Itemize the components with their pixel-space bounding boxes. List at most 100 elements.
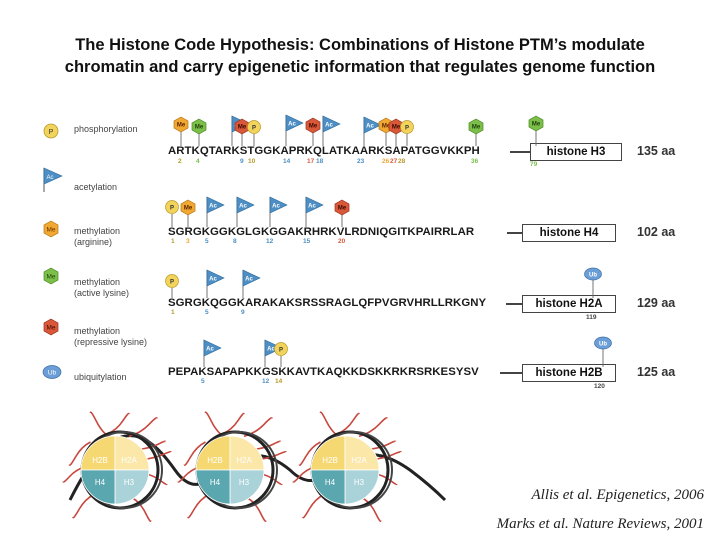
histone-tail bbox=[107, 412, 130, 435]
legend-methylation-arginine: Me methylation (arginine) bbox=[42, 220, 202, 254]
svg-text:Me: Me bbox=[238, 125, 247, 131]
histone-box-h4: histone H4 bbox=[522, 224, 616, 242]
svg-text:Ac: Ac bbox=[267, 347, 275, 353]
histone-box-h3: histone H3 bbox=[530, 143, 622, 161]
pos-label: 12 bbox=[266, 238, 274, 245]
ubiquitin-oval-icon: Ub bbox=[42, 365, 62, 379]
methyl-hexagon-red-icon: Me bbox=[43, 318, 59, 336]
svg-text:Ub: Ub bbox=[599, 342, 607, 348]
length-h3: 135 aa bbox=[637, 144, 676, 158]
svg-text:Me: Me bbox=[195, 125, 204, 131]
svg-text:Me: Me bbox=[532, 122, 541, 128]
sequence-h2b: PEPAKSAPAPKKGSKKAVTKAQKKDSKKRKRSRKESYSV bbox=[168, 366, 479, 378]
quadrant-h2b bbox=[310, 435, 346, 471]
legend-acetylation: Ac acetylation bbox=[42, 166, 202, 200]
h2b-marker-2: P bbox=[274, 342, 288, 367]
svg-text:Ac: Ac bbox=[366, 124, 374, 130]
h2a-marker-3: Ub bbox=[584, 267, 602, 298]
svg-text:Ac: Ac bbox=[209, 204, 217, 210]
h3-marker-6: Me bbox=[305, 117, 321, 146]
pos-label: 5 bbox=[205, 238, 209, 245]
svg-text:Me: Me bbox=[177, 123, 186, 129]
h4-marker-6: Me bbox=[334, 199, 350, 227]
sequence-h2a: SGRGKQGGKARAKAKSRSSRAGLQFPVGRVHRLLRKGNY bbox=[168, 297, 487, 309]
label-h2a: H2A bbox=[236, 456, 252, 465]
label-h3: H3 bbox=[124, 478, 135, 487]
pos-label: 5 bbox=[201, 378, 205, 385]
quadrant-h3 bbox=[114, 469, 150, 505]
legend-symbol: Ac bbox=[46, 175, 53, 181]
pos-label: 14 bbox=[275, 378, 283, 385]
sequence-h3: ARTKQTARKSTGGKAPRKQLATKAARKSAPATGGVKKPH bbox=[168, 145, 480, 157]
h3-marker-13: Me bbox=[528, 115, 544, 146]
length-h2a: 129 aa bbox=[637, 296, 676, 310]
pos-label: 3 bbox=[186, 238, 190, 245]
legend-symbol: P bbox=[49, 129, 54, 136]
methyl-hexagon-orange-icon: Me bbox=[43, 220, 59, 238]
svg-text:Ac: Ac bbox=[209, 277, 217, 283]
pos-label: 119 bbox=[586, 314, 597, 321]
legend-methylation-repressive: Me methylation (repressive lysine) bbox=[42, 318, 202, 352]
histone-tail bbox=[132, 497, 152, 522]
h2a-marker-0: P bbox=[165, 274, 179, 298]
sequence-h4: SGRGKGGKGLGKGGAKRHRKVLRDNIQGITKPAIRRLAR bbox=[168, 226, 475, 238]
h3-marker-1: Me bbox=[191, 118, 207, 146]
h4-marker-0: P bbox=[165, 200, 179, 227]
legend-symbol: Ub bbox=[48, 370, 57, 377]
legend-symbol: Me bbox=[46, 274, 55, 281]
label-h4: H4 bbox=[325, 478, 336, 487]
h2a-marker-1: Ac bbox=[206, 269, 225, 298]
pos-label: 9 bbox=[240, 158, 244, 165]
legend-phosphorylation: P phosphorylation bbox=[42, 122, 202, 156]
histone-tail bbox=[142, 450, 172, 461]
pos-label: 15 bbox=[303, 238, 311, 245]
legend-label: methylation bbox=[74, 326, 121, 336]
histone-box-h2b: histone H2B bbox=[522, 364, 616, 382]
pos-label: 4 bbox=[196, 158, 200, 165]
histone-tail bbox=[256, 440, 282, 450]
histone-tail bbox=[371, 440, 397, 450]
quadrant-h2b bbox=[80, 435, 116, 471]
legend-label: acetylation bbox=[74, 182, 118, 192]
pos-label: 120 bbox=[594, 383, 605, 390]
label-h2b: H2B bbox=[322, 456, 338, 465]
legend-sub: (active lysine) bbox=[74, 288, 130, 298]
h3-marker-12: Me bbox=[468, 118, 484, 146]
pos-label: 1 bbox=[171, 309, 175, 316]
histone-tail bbox=[187, 493, 210, 519]
svg-text:Ac: Ac bbox=[245, 277, 253, 283]
svg-text:Ac: Ac bbox=[206, 347, 214, 353]
h2b-marker-3: Ub bbox=[594, 336, 612, 367]
legend-label: methylation bbox=[74, 277, 121, 287]
svg-text:P: P bbox=[279, 348, 283, 354]
histone-tail bbox=[292, 465, 316, 483]
h3-marker-8: Ac bbox=[363, 116, 382, 146]
pos-label: 9 bbox=[241, 309, 245, 316]
svg-text:Ac: Ac bbox=[325, 123, 333, 129]
svg-text:Me: Me bbox=[472, 125, 481, 131]
svg-text:Ac: Ac bbox=[288, 122, 296, 128]
histone-tail bbox=[68, 441, 91, 466]
pos-label: 2 bbox=[178, 158, 182, 165]
methyl-hexagon-green-icon: Me bbox=[43, 267, 59, 285]
histone-box-h2a: histone H2A bbox=[522, 295, 616, 313]
svg-text:P: P bbox=[252, 126, 256, 132]
histone-tail bbox=[247, 497, 267, 522]
legend-symbol: Me bbox=[46, 325, 55, 332]
svg-text:P: P bbox=[405, 126, 409, 132]
histone-tail bbox=[177, 465, 201, 483]
svg-text:Ac: Ac bbox=[272, 204, 280, 210]
legend-label: ubiquitylation bbox=[74, 372, 127, 382]
histone-tail bbox=[222, 412, 245, 435]
h4-marker-5: Ac bbox=[305, 196, 324, 227]
h3-marker-5: Ac bbox=[285, 114, 304, 146]
label-h4: H4 bbox=[210, 478, 221, 487]
histone-tail bbox=[337, 412, 360, 435]
h2b-marker-1: Ac bbox=[264, 339, 283, 367]
page-title: The Histone Code Hypothesis: Combination… bbox=[0, 34, 720, 78]
legend-sub: (repressive lysine) bbox=[74, 337, 148, 347]
h2a-marker-2: Ac bbox=[242, 269, 261, 298]
svg-text:Me: Me bbox=[338, 206, 347, 212]
pos-label: 5 bbox=[205, 309, 209, 316]
